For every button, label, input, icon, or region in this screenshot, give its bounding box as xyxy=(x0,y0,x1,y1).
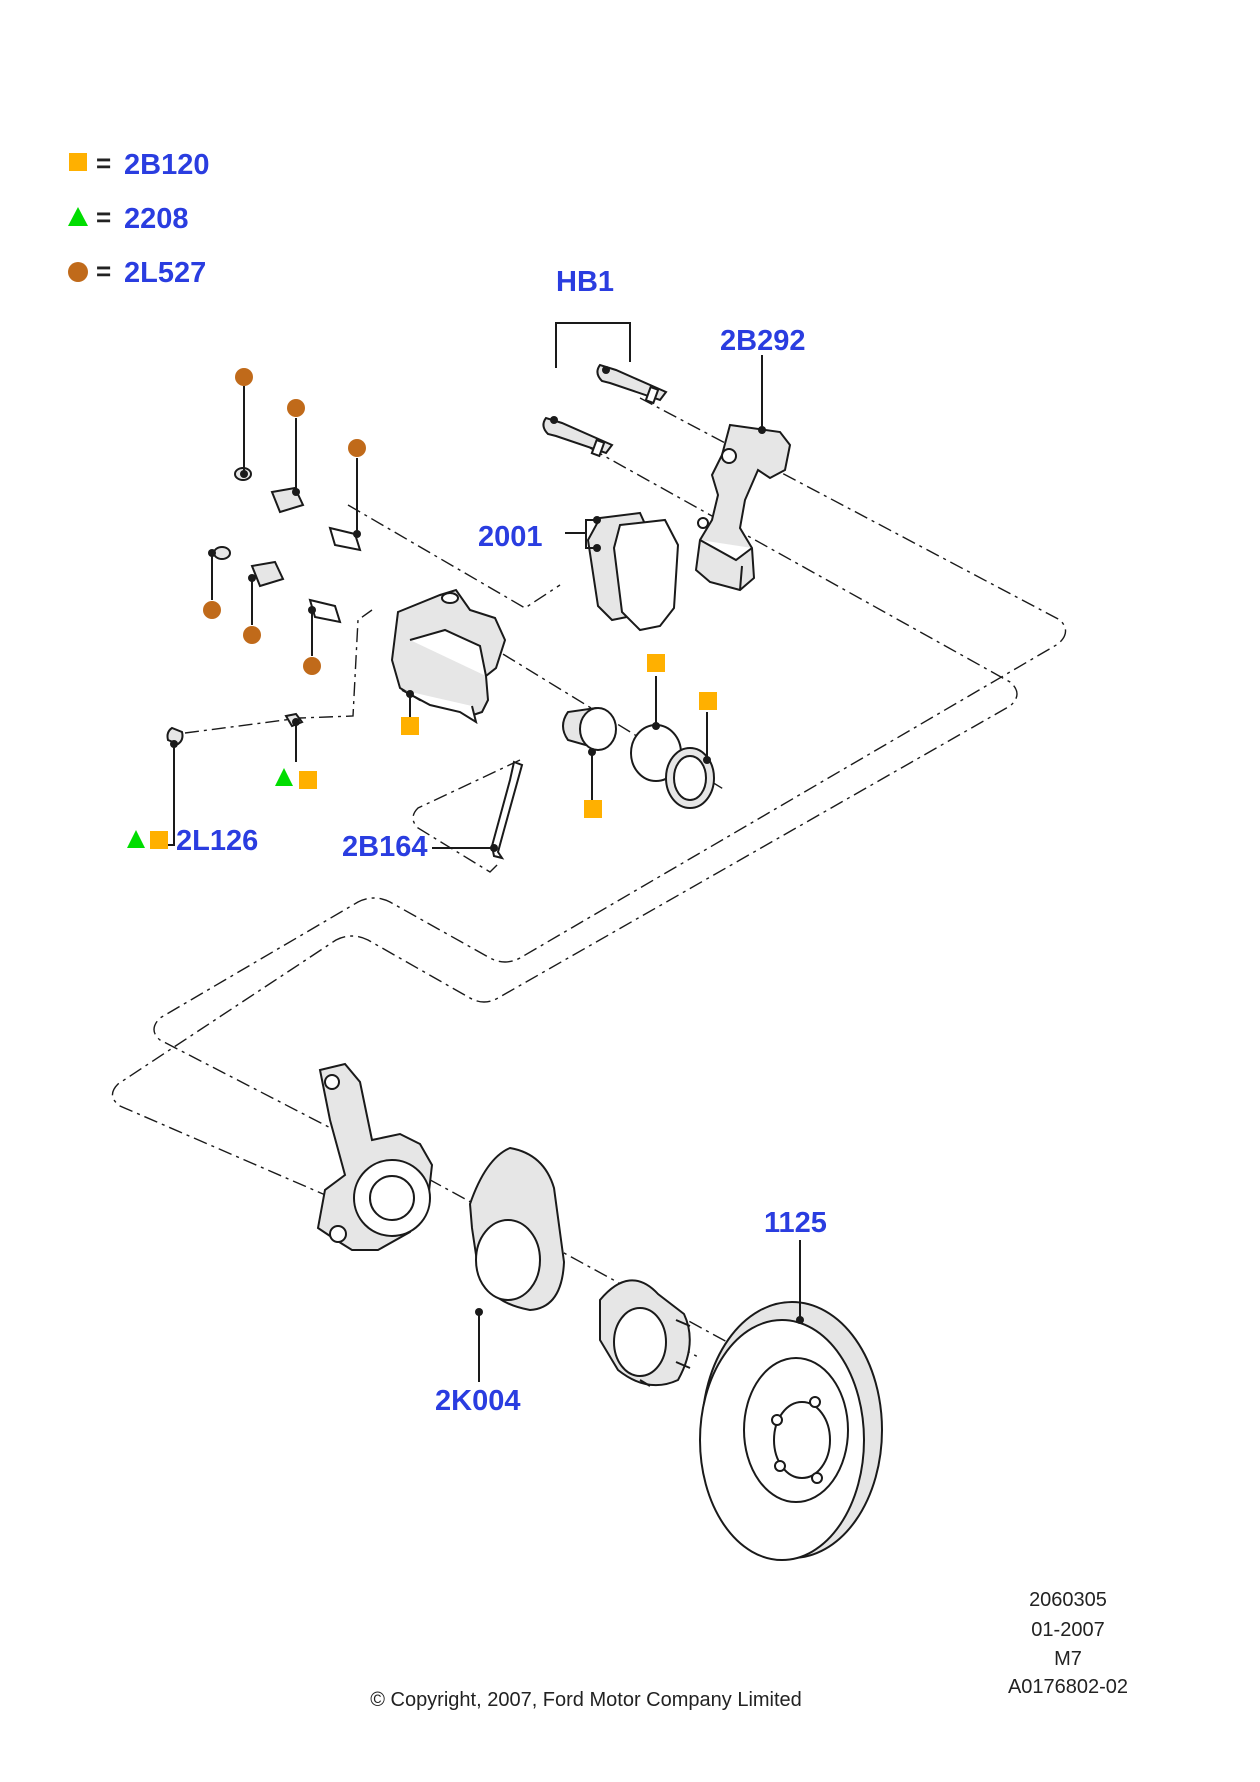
caliper-carrier-2b292: 2B292 xyxy=(694,325,805,592)
label-2b164: 2B164 xyxy=(342,831,427,863)
square-marker-icon xyxy=(150,831,168,849)
piston-seal-boot xyxy=(562,654,717,818)
footer-ref-code: A0176802-02 xyxy=(1008,1676,1128,1698)
label-2l126: 2L126 xyxy=(176,825,258,857)
bolt-upper xyxy=(596,363,668,405)
footer-id-number: 2060305 xyxy=(1029,1589,1107,1611)
circle-marker-icon xyxy=(287,399,305,417)
footer-copyright: © Copyright, 2007, Ford Motor Company Li… xyxy=(370,1689,802,1711)
label-1125: 1125 xyxy=(764,1207,827,1239)
caliper-housing xyxy=(390,588,507,735)
circle-marker-icon xyxy=(203,601,221,619)
square-marker-icon xyxy=(401,717,419,735)
triangle-marker-icon xyxy=(127,830,145,848)
steering-knuckle xyxy=(316,1062,434,1251)
label-hb1: HB1 xyxy=(556,266,614,298)
hb1-bolts: HB1 xyxy=(542,266,668,458)
legend: = 2B120 = 2208 = 2L527 xyxy=(68,148,209,289)
splash-shield-2k004: 2K004 xyxy=(435,1146,566,1417)
label-2b292: 2B292 xyxy=(720,325,805,357)
legend-circle-icon xyxy=(68,262,88,282)
bolt-lower xyxy=(542,416,614,458)
label-2001: 2001 xyxy=(478,521,543,553)
legend-code-2b120: 2B120 xyxy=(124,149,209,181)
footer-model: M7 xyxy=(1054,1648,1082,1670)
circle-marker-icon xyxy=(303,657,321,675)
legend-square-icon xyxy=(69,153,87,171)
square-marker-icon xyxy=(699,692,717,710)
label-2k004: 2K004 xyxy=(435,1385,520,1417)
brake-rotor-1125: 1125 xyxy=(699,1207,883,1561)
circle-marker-icon xyxy=(243,626,261,644)
slide-pins-upper xyxy=(234,368,366,552)
legend-triangle-icon xyxy=(68,207,88,226)
spring-clip-2b164: 2B164 xyxy=(342,760,524,863)
circle-marker-icon xyxy=(348,439,366,457)
circle-marker-icon xyxy=(235,368,253,386)
brake-pads-2001: 2001 xyxy=(478,511,680,632)
legend-equals-2: = xyxy=(96,202,111,232)
square-marker-icon xyxy=(299,771,317,789)
wheel-hub xyxy=(599,1279,691,1387)
bleed-screw-2l126: 2L126 xyxy=(127,712,317,857)
square-marker-icon xyxy=(584,800,602,818)
legend-equals-1: = xyxy=(96,148,111,178)
triangle-marker-icon xyxy=(275,768,293,786)
square-marker-icon xyxy=(647,654,665,672)
footer-date: 01-2007 xyxy=(1031,1619,1104,1641)
legend-equals-3: = xyxy=(96,256,111,286)
legend-code-2208: 2208 xyxy=(124,203,189,235)
legend-code-2l527: 2L527 xyxy=(124,257,206,289)
footer: 2060305 01-2007 M7 A0176802-02 © Copyrig… xyxy=(370,1589,1128,1711)
slide-pins-lower xyxy=(203,546,342,675)
